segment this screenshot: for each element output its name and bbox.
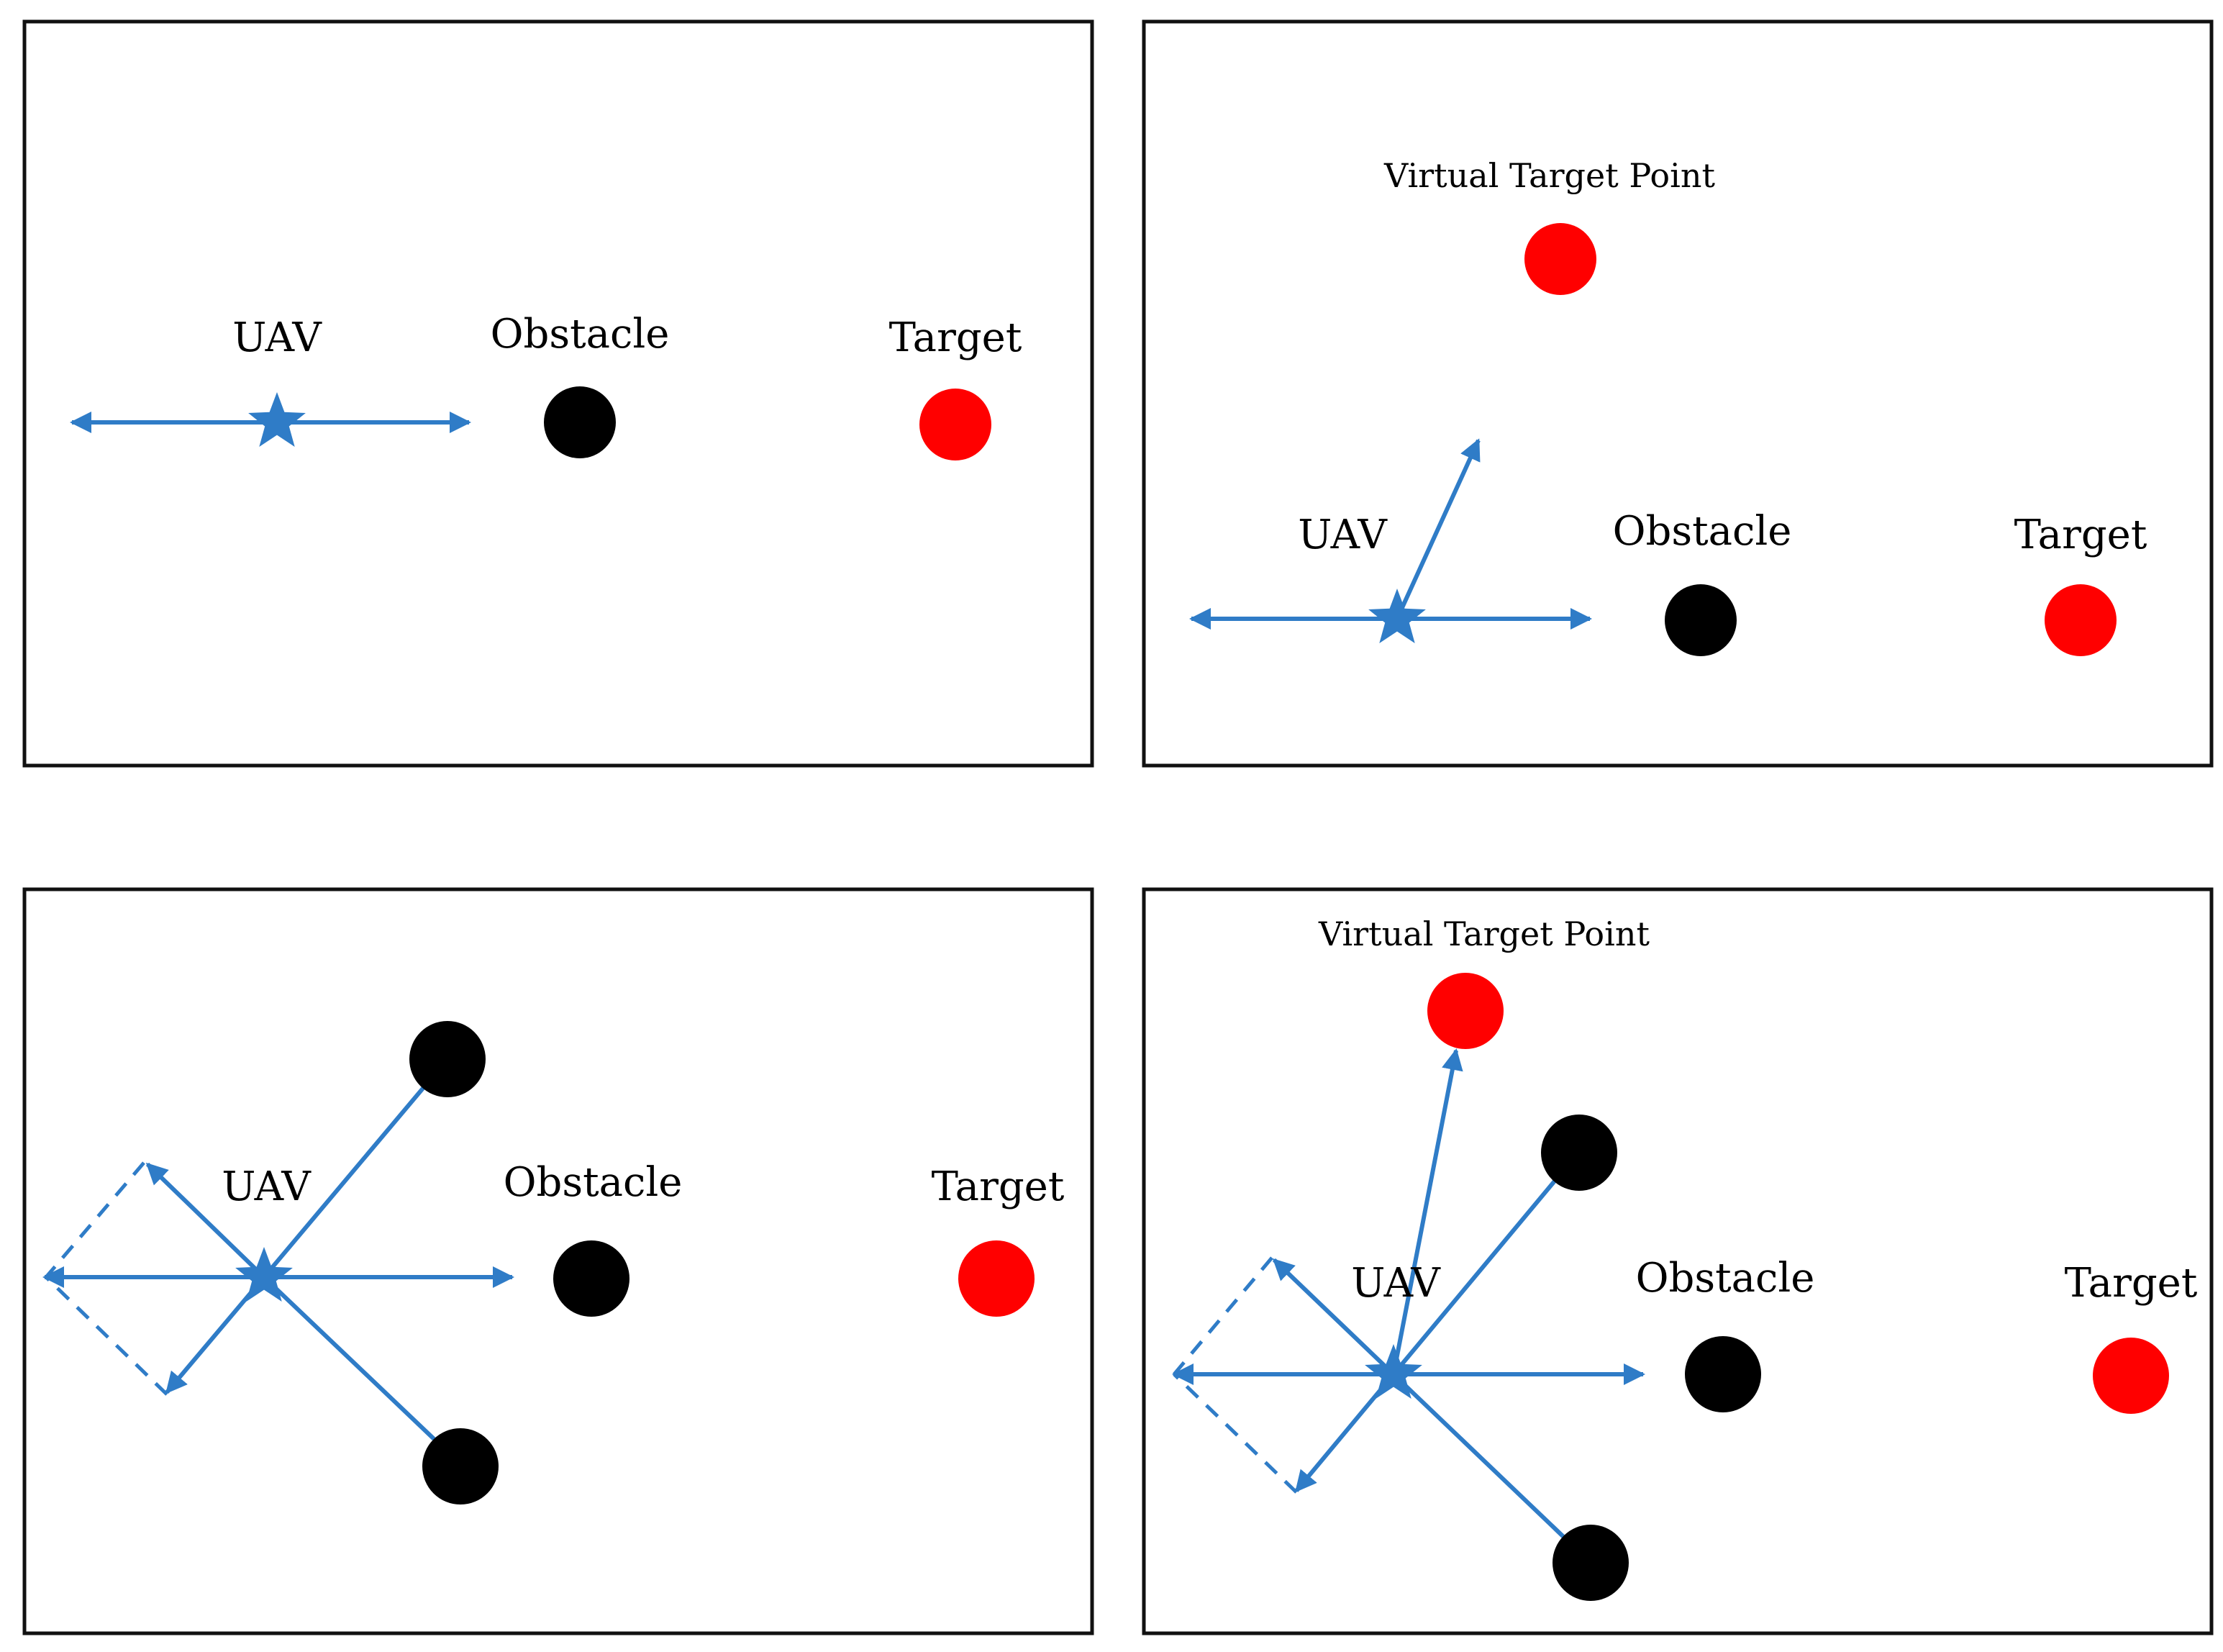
panel-d-obstacle-upper-circle bbox=[1541, 1115, 1617, 1191]
panel-d-frame bbox=[1142, 887, 2214, 1635]
panel-d-uav-star-icon bbox=[1365, 1344, 1422, 1399]
panel-d-obstacle-label: Obstacle bbox=[1636, 1255, 1815, 1302]
panel-b-vector-virtual bbox=[1395, 438, 1481, 620]
panel-d-obstacle-line-lower bbox=[1391, 1372, 1591, 1564]
panel-d-dashed-lower bbox=[1173, 1373, 1298, 1494]
panel-d-uav-label: UAV bbox=[1351, 1260, 1441, 1307]
panel-c-uav-star-icon bbox=[235, 1247, 293, 1302]
panel-b-target-label: Target bbox=[2014, 512, 2147, 558]
panel-c-target-label: Target bbox=[932, 1163, 1065, 1210]
panel-c: UAV Obstacle Target bbox=[22, 887, 1094, 1635]
panel-b-virtual-label: Virtual Target Point bbox=[1383, 156, 1715, 195]
panel-d-vector-upper-left bbox=[1272, 1258, 1396, 1376]
panel-c-obstacle-upper-circle bbox=[409, 1021, 486, 1097]
panel-c-target-circle bbox=[958, 1240, 1035, 1317]
panel-d-obstacle-circle bbox=[1685, 1336, 1761, 1412]
panel-c-obstacle-line-lower bbox=[262, 1275, 463, 1466]
panel-a-uav-label: UAV bbox=[232, 314, 322, 361]
panel-c-dashed-lower bbox=[45, 1276, 168, 1396]
panel-d-target-label: Target bbox=[2065, 1260, 2198, 1307]
panel-c-dashed-upper bbox=[45, 1161, 145, 1279]
panel-b: UAV Obstacle Target Virtual Target Point bbox=[1142, 19, 2214, 768]
panel-a-target-circle bbox=[919, 389, 991, 460]
panel-d-dashed-upper bbox=[1173, 1256, 1273, 1376]
panel-c-obstacle-circle bbox=[553, 1240, 629, 1317]
panel-b-uav-label: UAV bbox=[1298, 512, 1388, 558]
panel-c-obstacle-label: Obstacle bbox=[504, 1159, 683, 1206]
panel-d-obstacle-line-upper bbox=[1391, 1152, 1580, 1376]
panel-b-obstacle-label: Obstacle bbox=[1613, 508, 1792, 555]
panel-b-obstacle-circle bbox=[1665, 584, 1737, 656]
panel-a-obstacle-circle bbox=[544, 386, 616, 458]
panel-b-frame bbox=[1142, 19, 2214, 768]
panel-a-target-label: Target bbox=[889, 314, 1022, 361]
panel-d-virtual-target-circle bbox=[1427, 973, 1504, 1049]
panel-b-target-circle bbox=[2045, 584, 2117, 656]
panel-b-virtual-target-circle bbox=[1524, 223, 1596, 295]
panel-a-obstacle-label: Obstacle bbox=[491, 311, 670, 358]
panel-d-vector-virtual bbox=[1391, 1048, 1463, 1375]
panel-d: UAV Obstacle Target Virtual Target Point bbox=[1142, 887, 2214, 1635]
panel-d-obstacle-lower-circle bbox=[1553, 1525, 1629, 1601]
panel-b-uav-star-icon bbox=[1368, 589, 1426, 643]
panel-a: UAV Obstacle Target bbox=[22, 19, 1094, 768]
panel-a-frame bbox=[22, 19, 1094, 768]
panel-c-frame bbox=[22, 887, 1094, 1635]
panel-c-vector-upper-left bbox=[145, 1162, 266, 1279]
panel-c-obstacle-lower-circle bbox=[422, 1428, 499, 1504]
panel-d-virtual-label: Virtual Target Point bbox=[1318, 914, 1650, 953]
panel-d-target-circle bbox=[2093, 1338, 2169, 1414]
panel-c-obstacle-line-upper bbox=[262, 1058, 450, 1279]
panel-a-uav-star-icon bbox=[248, 392, 306, 447]
panel-c-uav-label: UAV bbox=[222, 1163, 312, 1210]
